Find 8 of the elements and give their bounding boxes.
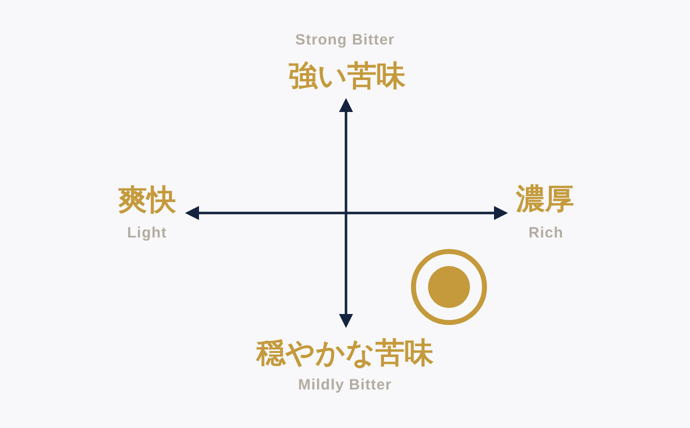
axis-label: 濃厚 [516, 184, 574, 214]
axis-label: 穏やかな苦味 [256, 338, 434, 368]
axis-sublabel: Light [127, 226, 167, 240]
axis-label: 爽快 [118, 186, 176, 214]
axis-sublabel: Mildly Bitter [298, 378, 392, 392]
axis-sublabel: Rich [528, 226, 564, 240]
axis-label: 強い苦味 [288, 62, 406, 90]
axis-sublabel: Strong Bitter [295, 32, 395, 48]
